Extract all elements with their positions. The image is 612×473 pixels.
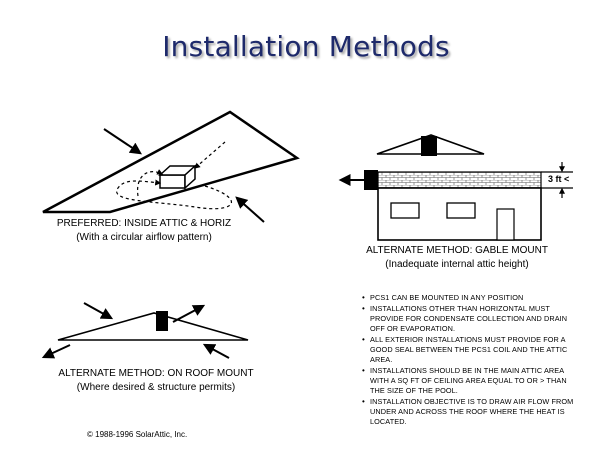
gable-mount-diagram bbox=[338, 134, 573, 241]
preferred-caption-sub: (With a circular airflow pattern) bbox=[76, 232, 212, 243]
house-window-right bbox=[446, 202, 476, 219]
note-item: ALL EXTERIOR INSTALLATIONS MUST PROVIDE … bbox=[362, 335, 582, 365]
brick-roof-band bbox=[377, 171, 542, 189]
attic-roof-plane bbox=[42, 110, 300, 214]
roof-mount-diagram bbox=[41, 302, 249, 359]
gable-end-unit bbox=[364, 170, 378, 190]
airflow-down-arrow bbox=[194, 141, 226, 169]
note-item: INSTALLATION OBJECTIVE IS TO DRAW AIR FL… bbox=[362, 397, 582, 427]
circular-airflow-path bbox=[116, 179, 233, 210]
gable-caption: ALTERNATE METHOD: GABLE MOUNT (Inadequat… bbox=[357, 244, 557, 272]
note-item: INSTALLATIONS OTHER THAN HORIZONTAL MUST… bbox=[362, 304, 582, 334]
preferred-caption: PREFERRED: INSIDE ATTIC & HORIZ (With a … bbox=[44, 217, 244, 245]
note-item: PCS1 CAN BE MOUNTED IN ANY POSITION bbox=[362, 293, 582, 303]
roof-arrow-in-left bbox=[83, 302, 114, 320]
house-door bbox=[496, 208, 515, 241]
gable-caption-title: ALTERNATE METHOD: GABLE MOUNT bbox=[366, 245, 548, 256]
installation-notes: PCS1 CAN BE MOUNTED IN ANY POSITION INST… bbox=[362, 293, 582, 428]
inlet-arrow-top bbox=[103, 128, 142, 155]
preferred-attic-diagram bbox=[42, 110, 300, 223]
inlet-arrow-bottom bbox=[235, 196, 265, 223]
gable-unit bbox=[421, 136, 437, 156]
roof-mount-unit bbox=[156, 311, 168, 331]
clearance-dimension bbox=[541, 162, 573, 198]
roof-mount-peak bbox=[57, 312, 249, 341]
airflow-return-path bbox=[136, 169, 164, 197]
roof-arrow-out-right bbox=[172, 304, 206, 323]
roof-caption-title: ALTERNATE METHOD: ON ROOF MOUNT bbox=[58, 368, 254, 379]
copyright-notice: © 1988-1996 SolarAttic, Inc. bbox=[87, 430, 188, 439]
roof-arrow-eave-left bbox=[41, 344, 71, 359]
clearance-label: 3 ft < bbox=[548, 174, 570, 184]
house-window-left bbox=[390, 202, 420, 219]
roof-caption: ALTERNATE METHOD: ON ROOF MOUNT (Where d… bbox=[56, 367, 256, 395]
roof-caption-sub: (Where desired & structure permits) bbox=[76, 382, 236, 393]
preferred-caption-title: PREFERRED: INSIDE ATTIC & HORIZ bbox=[56, 218, 232, 229]
gable-caption-sub: (Inadequate internal attic height) bbox=[385, 259, 529, 270]
roof-arrow-eave-right bbox=[202, 343, 230, 359]
slide-title: Installation Methods bbox=[162, 30, 450, 63]
pcs1-unit-box bbox=[158, 164, 197, 190]
note-item: INSTALLATIONS SHOULD BE IN THE MAIN ATTI… bbox=[362, 366, 582, 396]
